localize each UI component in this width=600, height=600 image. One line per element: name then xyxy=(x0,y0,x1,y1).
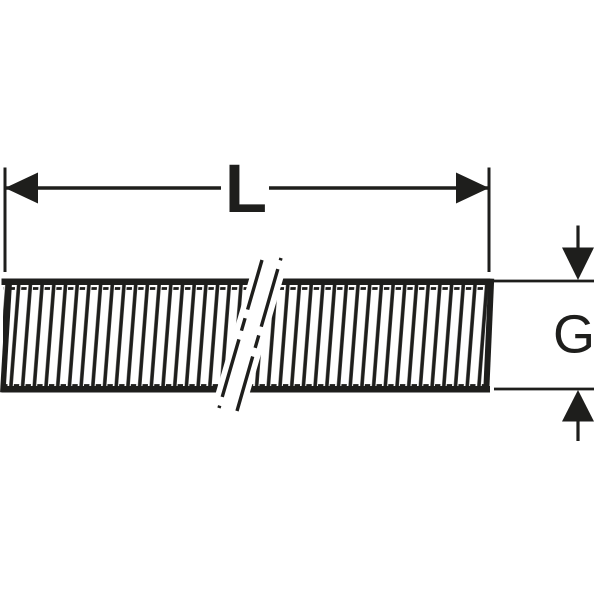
rod-right-edge xyxy=(483,278,495,393)
thread-size-label: G xyxy=(553,305,595,365)
rod-left-edge xyxy=(0,278,13,393)
length-label: L xyxy=(225,150,267,227)
length-dimension: L xyxy=(3,150,491,272)
break-line-left xyxy=(217,259,264,409)
break-line-right xyxy=(235,257,283,412)
thread-size-dimension: G xyxy=(494,225,595,441)
break-symbol xyxy=(209,252,291,416)
left-arrowhead-icon xyxy=(5,172,38,204)
up-arrow-icon xyxy=(562,390,594,441)
right-arrowhead-icon xyxy=(456,172,489,204)
down-arrow-icon xyxy=(562,225,594,280)
